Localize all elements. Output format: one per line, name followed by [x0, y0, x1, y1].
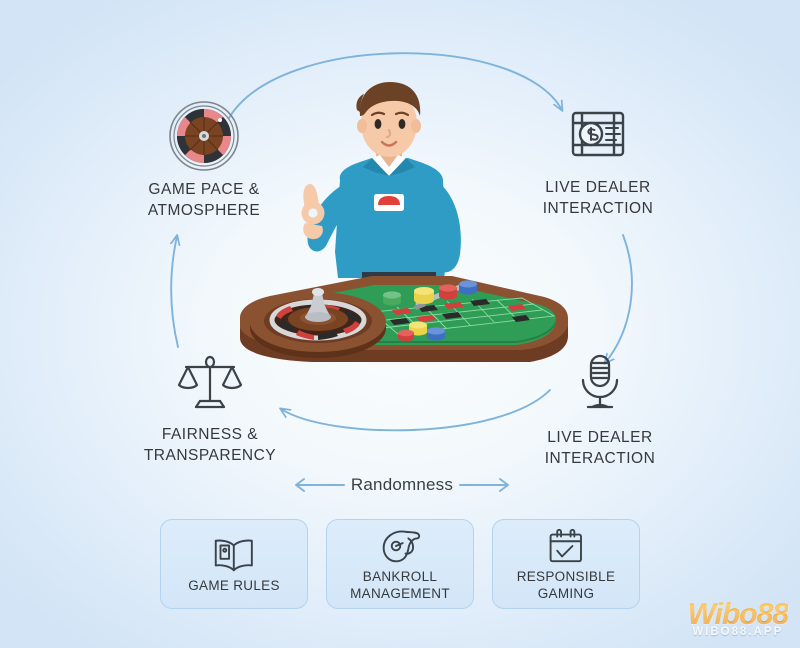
roulette-table — [240, 276, 568, 362]
money-bill-icon — [571, 111, 625, 157]
dealer-figure — [301, 82, 461, 298]
card-responsible-gaming[interactable]: RESPONSIBLE GAMING — [492, 519, 640, 609]
bet-boxes — [390, 299, 530, 325]
microphone-icon — [581, 354, 619, 409]
bottom-card-row: GAME RULES BANKROLL MANAGEMENT — [160, 519, 640, 609]
arrow-left — [171, 236, 178, 348]
randomness-indicator: Randomness — [276, 468, 528, 502]
scales-icon — [177, 355, 243, 409]
card-label: GAME RULES — [188, 577, 280, 593]
card-bankroll-management[interactable]: BANKROLL MANAGEMENT — [326, 519, 474, 609]
calendar-check-icon — [549, 529, 583, 563]
cycle-node-label: FAIRNESS & TRANSPARENCY — [143, 426, 277, 464]
card-label: RESPONSIBLE GAMING — [516, 569, 616, 601]
card-game-rules[interactable]: GAME RULES — [160, 519, 308, 609]
watermark-domain: WIBO88.APP — [692, 625, 784, 638]
open-book-icon — [215, 539, 253, 571]
cycle-node-label: GAME PACE & ATMOSPHERE — [147, 181, 261, 219]
roulette-wheel-icon — [169, 101, 239, 171]
roulette-wheel — [250, 288, 386, 358]
vr-headset-icon — [382, 530, 421, 563]
cycle-node-fairness[interactable]: FAIRNESS & TRANSPARENCY — [110, 345, 310, 467]
arrow-right-icon — [459, 478, 510, 492]
cycle-node-game-pace[interactable]: GAME PACE & ATMOSPHERE — [104, 100, 304, 222]
arrow-left-icon — [294, 478, 345, 492]
watermark-brand: Wibo88 — [687, 597, 789, 631]
watermark: Wibo88 WIBO88.APP — [687, 597, 789, 639]
dealer-hand — [301, 184, 325, 240]
chip-stacks — [383, 280, 477, 342]
cycle-node-label: LIVE DEALER INTERACTION — [542, 179, 654, 217]
randomness-label: Randomness — [350, 475, 454, 494]
cycle-node-live-dealer-bottom[interactable]: LIVE DEALER INTERACTION — [500, 348, 700, 470]
cycle-node-live-dealer-top[interactable]: LIVE DEALER INTERACTION — [498, 98, 698, 220]
cycle-node-label: LIVE DEALER INTERACTION — [544, 429, 656, 467]
live-casino-illustration — [240, 82, 568, 362]
arrow-right — [605, 234, 633, 363]
card-label: BANKROLL MANAGEMENT — [350, 569, 450, 601]
